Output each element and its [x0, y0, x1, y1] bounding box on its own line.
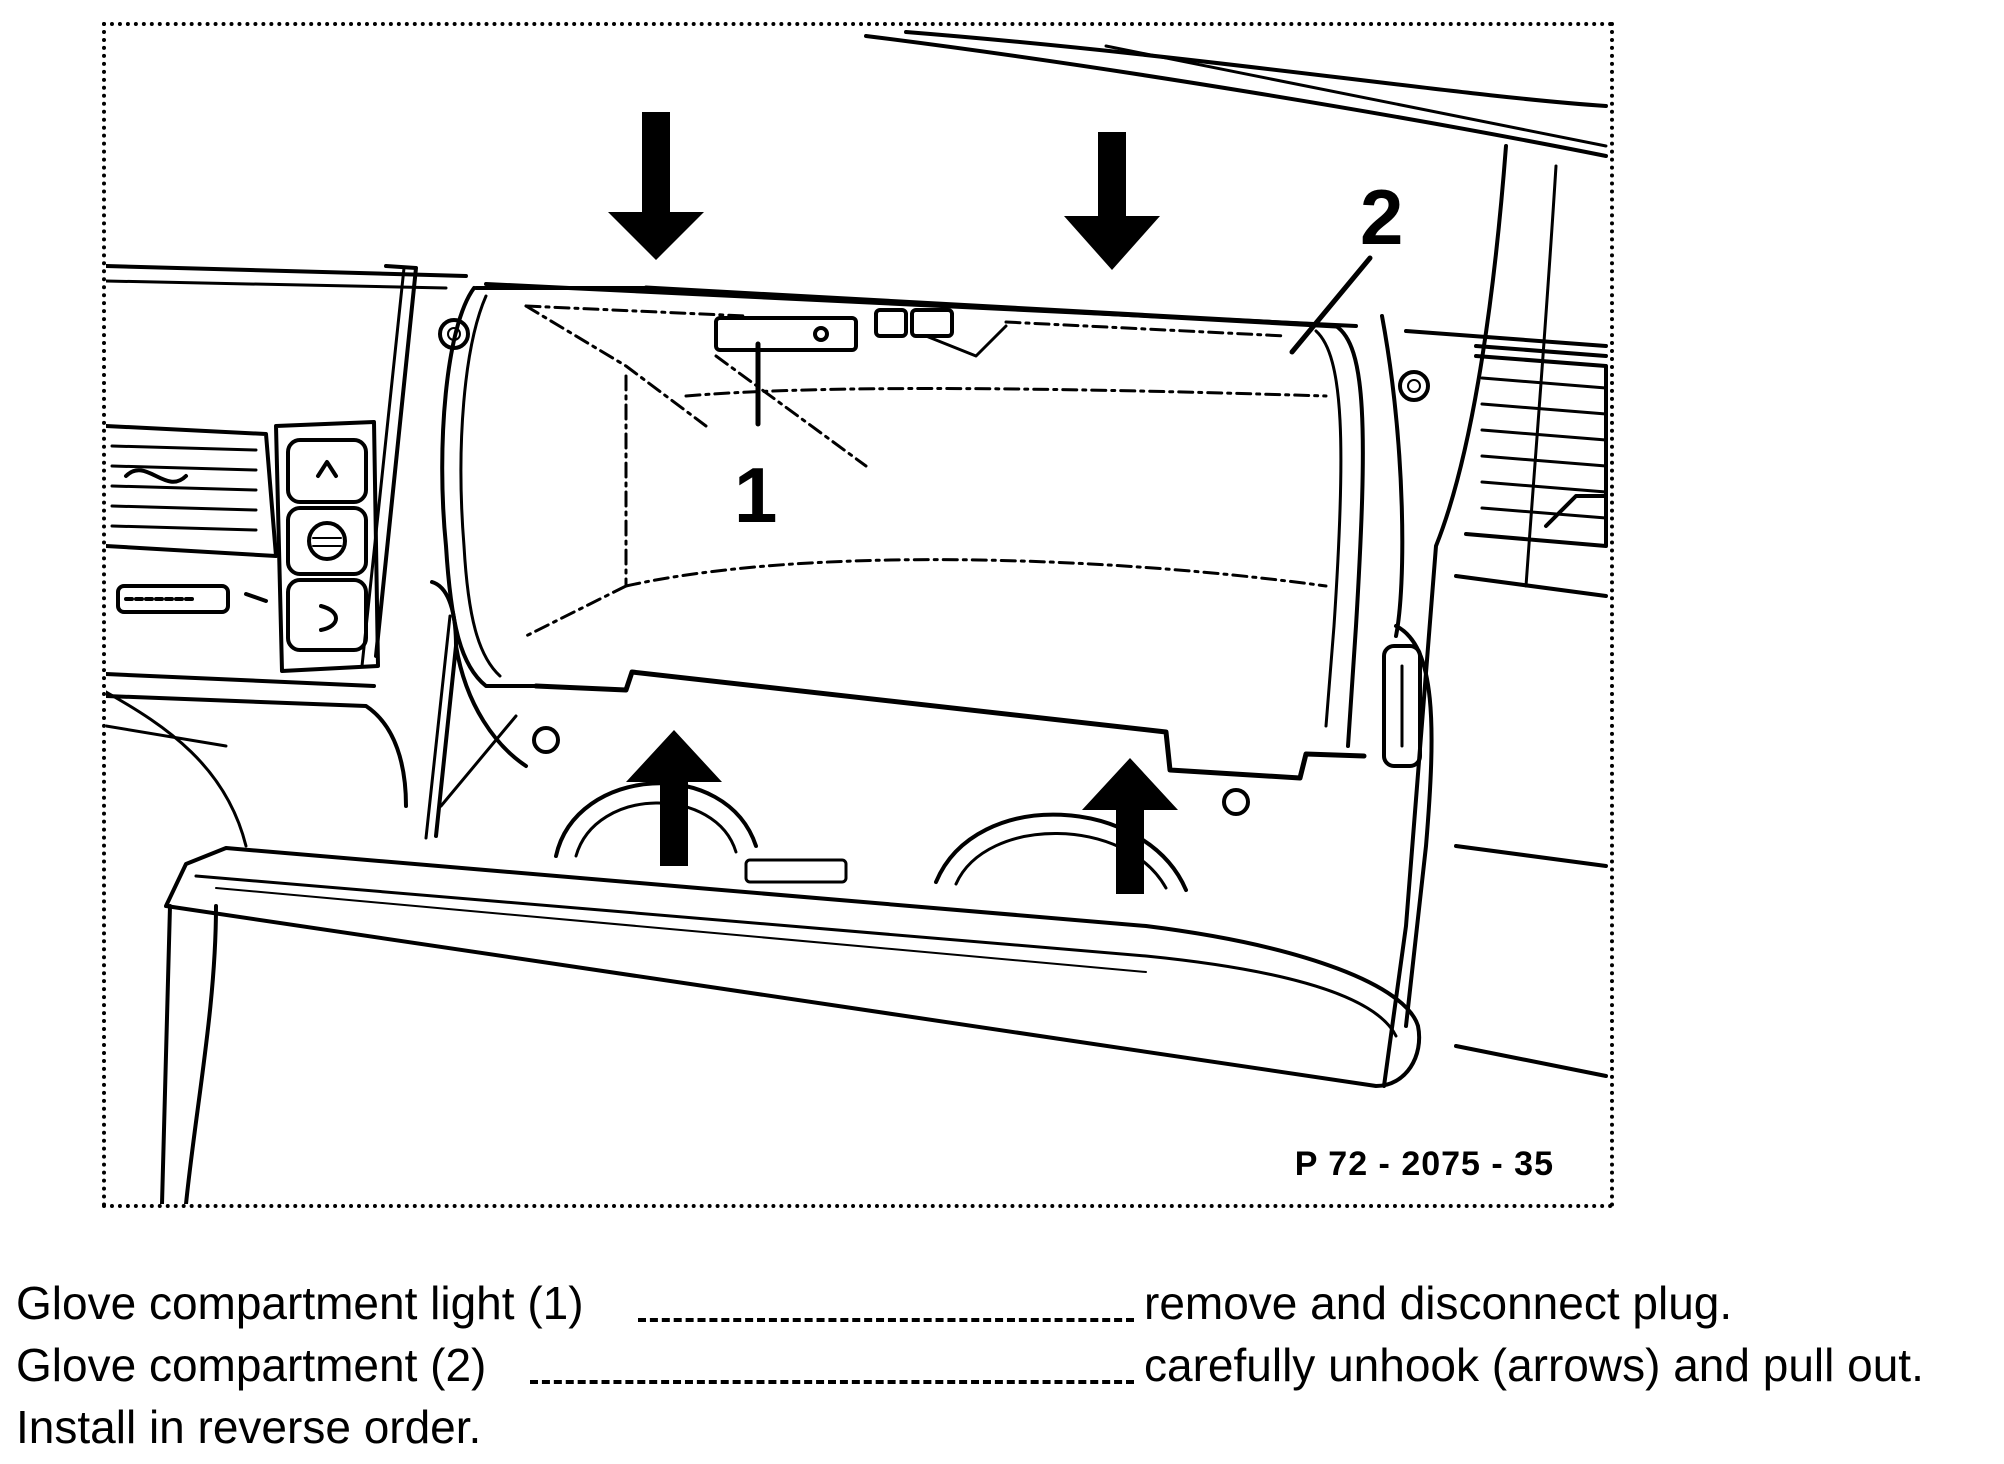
hinge-arm-left [430, 580, 458, 838]
cup-holder [554, 781, 758, 858]
instruction-row: Glove compartment (2) carefully unhook (… [16, 1334, 1996, 1396]
leader-dots [530, 1380, 1134, 1384]
glove-compartment-illustration [106, 30, 1608, 1204]
instruction-row: Glove compartment light (1) remove and d… [16, 1272, 1996, 1334]
glove-light-housing [714, 316, 858, 352]
cup-holder [934, 812, 1188, 892]
unhook-arrows [608, 112, 1178, 894]
dash-top-line [864, 34, 1608, 158]
plug-icon [874, 308, 908, 338]
screw-icon [1222, 788, 1250, 816]
callout-2: 2 [1360, 173, 1404, 261]
screw-icon [1398, 370, 1430, 402]
figure-code: P 72 - 2075 - 35 [1294, 1145, 1554, 1183]
reverse-order-note: Install in reverse order. [16, 1396, 1996, 1458]
step-label: Glove compartment (2) [16, 1339, 487, 1391]
right-vent [1464, 354, 1608, 548]
dash-contour [106, 264, 468, 278]
arrow-down-icon [608, 112, 704, 260]
step-action: remove and disconnect plug. [1144, 1277, 1733, 1329]
hinge-arm-right [1394, 624, 1434, 1028]
screw-icon [532, 726, 560, 754]
dash-right-edge [1382, 144, 1508, 1088]
step-label: Glove compartment light (1) [16, 1277, 584, 1329]
glove-compartment [440, 255, 1373, 748]
arrow-down-icon [1064, 132, 1160, 270]
arrow-up-icon [626, 730, 722, 866]
callout-1: 1 [734, 451, 778, 539]
figure-frame: 1 2 P 72 - 2075 - 35 [102, 22, 1614, 1208]
left-vent-panel [106, 420, 408, 808]
box-lower-edge [533, 669, 1367, 781]
glove-box-lid [160, 726, 1422, 1204]
note-text: Install in reverse order. [16, 1401, 482, 1453]
step-action: carefully unhook (arrows) and pull out. [1144, 1339, 1924, 1391]
instructions: Glove compartment light (1) remove and d… [16, 1272, 1996, 1458]
arrow-up-icon [1082, 758, 1178, 894]
dash-top-line-2 [904, 30, 1608, 108]
leader-dots [638, 1318, 1134, 1322]
